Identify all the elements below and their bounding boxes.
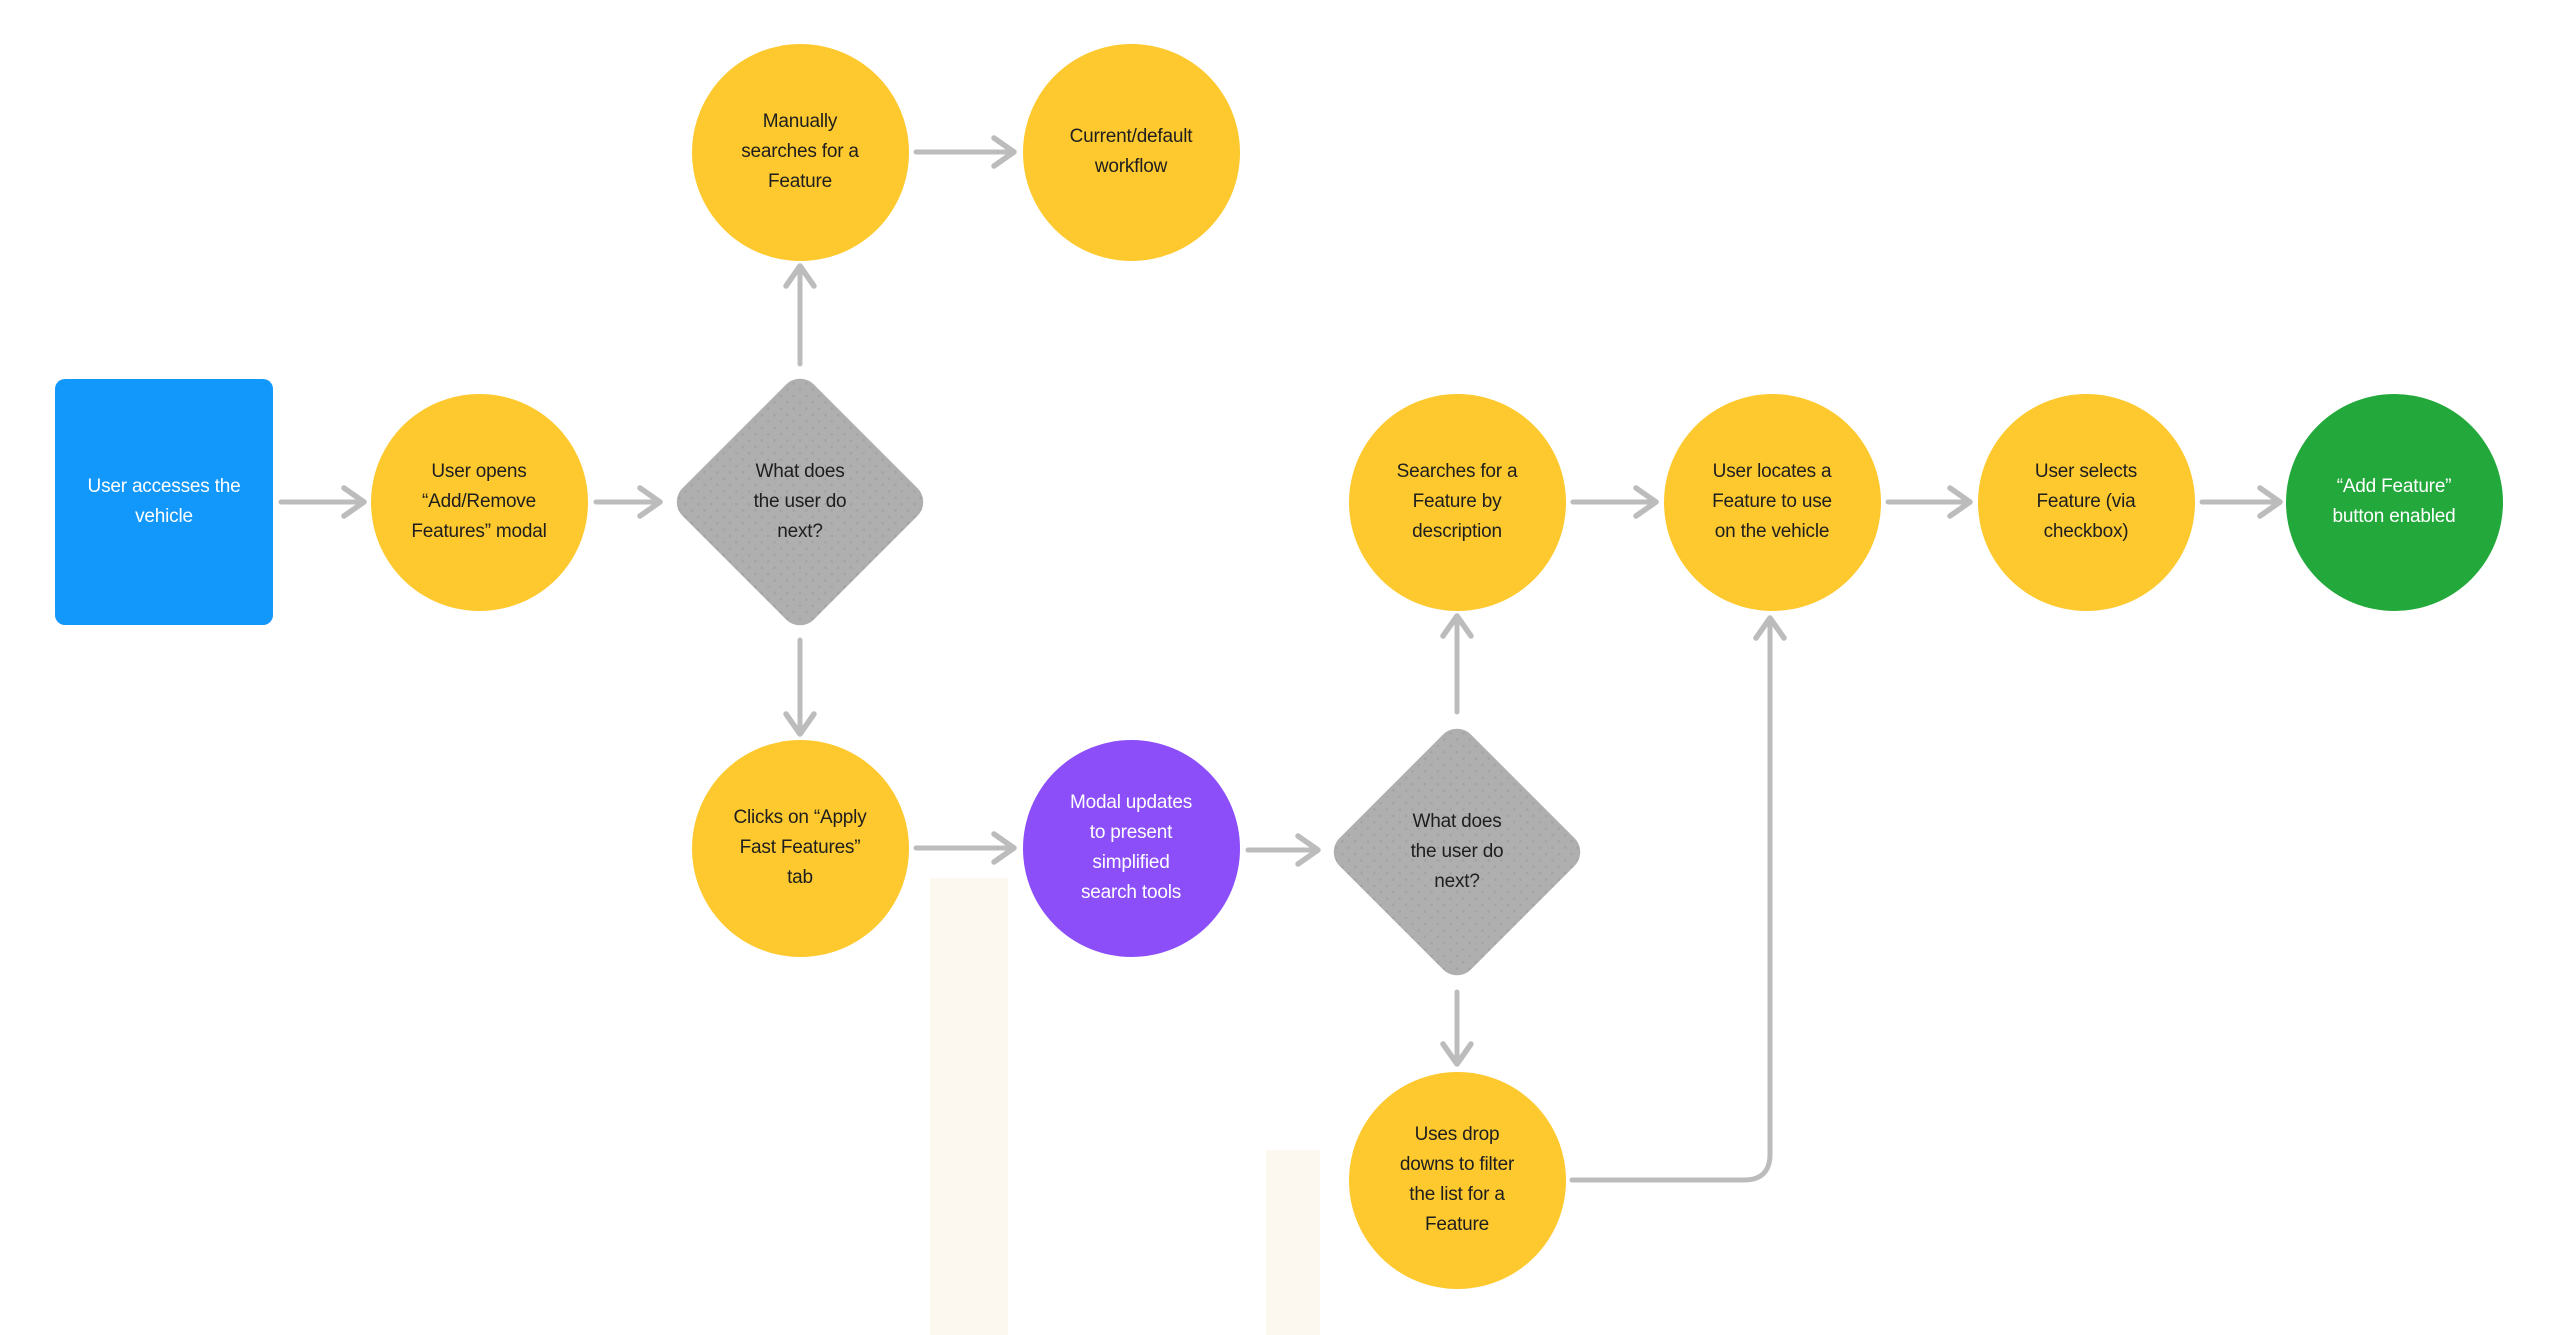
node-label-line: to present bbox=[1089, 822, 1173, 843]
node-label-line: Feature by bbox=[1412, 491, 1502, 512]
node-user-locates-feature[interactable]: User locates a Feature to use on the vehic… bbox=[1663, 393, 1881, 611]
node-label-line: Feature bbox=[767, 171, 833, 192]
node-label-line: checkbox) bbox=[2043, 521, 2129, 542]
node-decision-1[interactable]: What does the user do next? bbox=[668, 370, 932, 634]
node-modal-updates[interactable]: Modal updates to present simplified search … bbox=[1022, 739, 1240, 957]
node-label-line: search tools bbox=[1080, 882, 1182, 903]
node-label-line: on the vehicle bbox=[1714, 521, 1830, 542]
arrowhead-icon bbox=[1295, 833, 1321, 867]
node-label-line: tab bbox=[787, 867, 813, 888]
connector-user-selects-feature-to-add-feature-enabled[interactable] bbox=[2199, 485, 2283, 519]
node-label-line: Feature bbox=[1424, 1214, 1490, 1235]
connector-decision-2-to-uses-dropdowns-filter[interactable] bbox=[1440, 989, 1474, 1067]
node-uses-dropdowns-filter[interactable]: Uses drop downs to filter the list for a Fe… bbox=[1348, 1071, 1566, 1289]
node-label: “Add Feature” button enabled bbox=[2286, 472, 2503, 532]
node-label-line: Feature to use bbox=[1712, 491, 1832, 512]
connector-modal-updates-to-decision-2[interactable] bbox=[1245, 833, 1321, 867]
connector-clicks-apply-fast-features-to-modal-updates[interactable] bbox=[913, 831, 1017, 865]
node-searches-by-description[interactable]: Searches for a Feature by description bbox=[1348, 393, 1566, 611]
node-label-line: Uses drop bbox=[1414, 1124, 1500, 1145]
node-label-line: the list for a bbox=[1409, 1184, 1505, 1205]
arrowhead-icon bbox=[1753, 615, 1787, 641]
node-label-line: Current/default bbox=[1069, 126, 1193, 147]
arrowhead-icon bbox=[341, 485, 367, 519]
node-label-line: “Add Feature” bbox=[2336, 476, 2452, 497]
node-label-line: button enabled bbox=[2332, 506, 2456, 527]
node-label-line: Feature (via bbox=[2036, 491, 2136, 512]
connector-decision-1-to-clicks-apply-fast-features[interactable] bbox=[783, 637, 817, 737]
connector-manually-searches-to-current-default-workflow[interactable] bbox=[913, 135, 1017, 169]
connector-uses-dropdowns-filter-to-user-locates-feature[interactable] bbox=[1569, 615, 1787, 1183]
node-label-line: What does bbox=[1412, 811, 1502, 832]
node-label-line: Features” modal bbox=[411, 521, 547, 542]
node-label-line: the user do bbox=[753, 491, 847, 512]
node-label-line: description bbox=[1412, 521, 1502, 542]
node-label: Uses drop downs to filter the list for a Fe… bbox=[1349, 1120, 1566, 1240]
node-label-line: downs to filter bbox=[1399, 1154, 1515, 1175]
arrowhead-icon bbox=[991, 831, 1017, 865]
node-label-line: Searches for a bbox=[1396, 461, 1518, 482]
node-label-line: next? bbox=[1434, 871, 1480, 892]
node-label: User accesses the vehicle bbox=[55, 472, 273, 532]
arrowhead-icon bbox=[1633, 485, 1659, 519]
arrowhead-icon bbox=[783, 263, 817, 289]
connector-user-opens-modal-to-decision-1[interactable] bbox=[593, 485, 663, 519]
node-label: Current/default workflow bbox=[1023, 122, 1240, 182]
node-label-line: User opens bbox=[431, 461, 527, 482]
arrowhead-icon bbox=[2257, 485, 2283, 519]
node-label-line: User locates a bbox=[1712, 461, 1832, 482]
arrowhead-icon bbox=[783, 711, 817, 737]
connector-user-locates-feature-to-user-selects-feature[interactable] bbox=[1885, 485, 1973, 519]
node-label: Manually searches for a Feature bbox=[692, 107, 909, 197]
node-label-line: Manually bbox=[762, 111, 838, 132]
node-label: What does the user do next? bbox=[1364, 807, 1550, 897]
node-label-line: simplified bbox=[1092, 852, 1170, 873]
node-decision-2[interactable]: What does the user do next? bbox=[1325, 720, 1589, 984]
node-label-line: What does bbox=[755, 461, 845, 482]
arrowhead-icon bbox=[637, 485, 663, 519]
node-label-line: next? bbox=[777, 521, 823, 542]
node-add-feature-enabled[interactable]: “Add Feature” button enabled bbox=[2285, 393, 2503, 611]
node-user-accesses-vehicle[interactable]: User accesses the vehicle bbox=[55, 379, 273, 625]
arrowhead-icon bbox=[1440, 1041, 1474, 1067]
node-label: Modal updates to present simplified search … bbox=[1023, 788, 1240, 908]
node-label-line: Clicks on “Apply bbox=[733, 807, 867, 828]
node-manually-searches[interactable]: Manually searches for a Feature bbox=[691, 43, 909, 261]
arrowhead-icon bbox=[1947, 485, 1973, 519]
node-label-line: workflow bbox=[1094, 156, 1168, 177]
node-label-line: User accesses the bbox=[87, 476, 241, 497]
connector-user-accesses-vehicle-to-user-opens-modal[interactable] bbox=[278, 485, 367, 519]
connector-decision-1-to-manually-searches[interactable] bbox=[783, 263, 817, 367]
node-current-default-workflow[interactable]: Current/default workflow bbox=[1022, 43, 1240, 261]
node-label: What does the user do next? bbox=[707, 457, 893, 547]
node-label-line: searches for a bbox=[741, 141, 859, 162]
node-label-line: Fast Features” bbox=[739, 837, 861, 858]
arrowhead-icon bbox=[991, 135, 1017, 169]
connector-decision-2-to-searches-by-description[interactable] bbox=[1440, 613, 1474, 715]
node-label: User locates a Feature to use on the vehic… bbox=[1664, 457, 1881, 547]
node-label: Searches for a Feature by description bbox=[1349, 457, 1566, 547]
node-label-line: vehicle bbox=[135, 506, 193, 527]
node-label-line: User selects bbox=[2034, 461, 2138, 482]
node-label-line: “Add/Remove bbox=[422, 491, 536, 512]
connector-searches-by-description-to-user-locates-feature[interactable] bbox=[1570, 485, 1659, 519]
arrowhead-icon bbox=[1440, 613, 1474, 639]
node-label-line: Modal updates bbox=[1069, 792, 1193, 813]
node-label-line: the user do bbox=[1410, 841, 1504, 862]
